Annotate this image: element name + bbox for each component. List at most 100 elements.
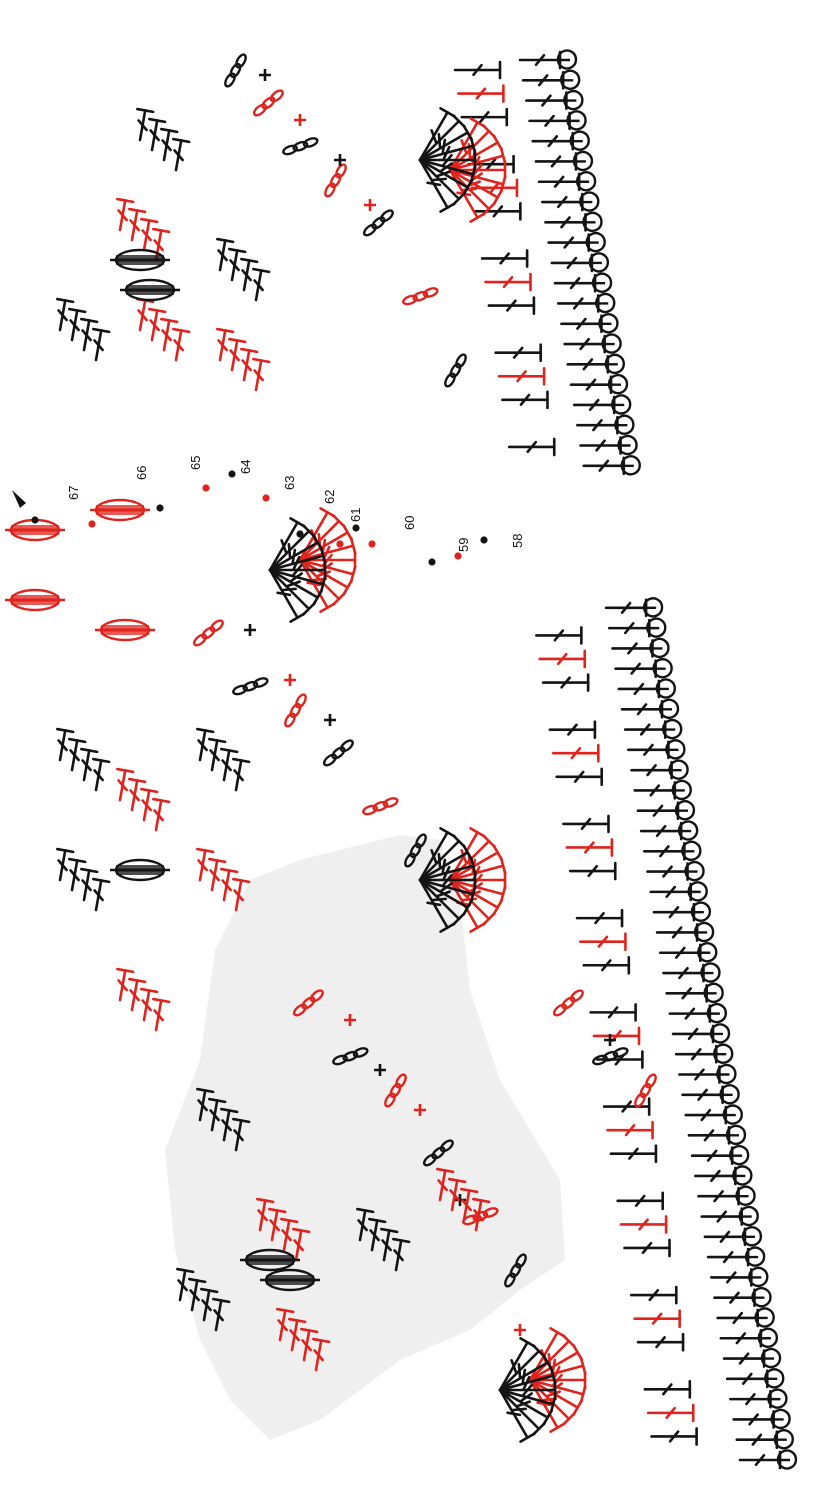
- stitch-top: [221, 749, 237, 752]
- chain-icon: [269, 89, 284, 104]
- turning-chain-icon: [676, 801, 694, 819]
- turning-chain-icon: [682, 842, 700, 860]
- turning-chain-icon: [689, 882, 707, 900]
- double-crochet-icon: [229, 339, 245, 370]
- stitch-top: [209, 859, 225, 862]
- turning-chain-icon: [606, 355, 624, 373]
- double-crochet-icon: [657, 924, 697, 940]
- double-crochet-icon: [612, 640, 652, 656]
- double-crochet-icon: [724, 1351, 764, 1367]
- stitch-top: [69, 309, 85, 312]
- double-crochet-icon: [217, 239, 233, 270]
- double-crochet-icon: [628, 742, 668, 758]
- double-crochet-icon: [129, 979, 145, 1010]
- chain-icon: [253, 677, 269, 689]
- double-crochet-icon: [705, 1229, 745, 1245]
- double-crochet-icon: [563, 816, 608, 832]
- turning-chain-icon: [593, 274, 611, 292]
- double-crochet-icon: [197, 849, 213, 880]
- turning-chain-icon: [717, 1065, 735, 1083]
- chain-icon: [331, 746, 346, 761]
- double-crochet-icon: [141, 219, 157, 250]
- stitch-top: [57, 849, 73, 852]
- double-crochet-icon: [570, 863, 615, 879]
- row-number-67: 67: [66, 486, 81, 500]
- stitch-top: [153, 799, 169, 802]
- turning-chain-icon: [663, 720, 681, 738]
- slip-stitch-icon: [368, 540, 375, 547]
- turning-chain-icon: [584, 213, 602, 231]
- stitch-slash: [283, 589, 295, 590]
- stitch-top: [57, 299, 73, 302]
- chain-icon: [294, 693, 307, 709]
- chain-icon: [201, 626, 216, 641]
- stitch-top: [129, 979, 145, 982]
- stitch-layer: [5, 51, 796, 1469]
- chain-icon: [379, 209, 394, 224]
- turning-chain-icon: [673, 781, 691, 799]
- turning-chain-icon: [577, 172, 595, 190]
- stitch-top: [471, 214, 485, 222]
- turning-chain-icon: [561, 71, 579, 89]
- double-crochet-icon: [539, 174, 579, 190]
- double-crochet-icon: [608, 1122, 653, 1138]
- row-number-59: 59: [456, 538, 471, 552]
- double-crochet-icon: [533, 133, 573, 149]
- double-crochet-icon: [711, 1269, 751, 1285]
- stitch-top: [161, 129, 177, 132]
- double-crochet-icon: [584, 458, 624, 474]
- double-crochet-icon: [546, 214, 586, 230]
- stitch-slash: [433, 899, 445, 900]
- stitch-top: [241, 259, 257, 262]
- double-crochet-icon: [69, 739, 85, 770]
- chain-icon: [613, 1047, 629, 1059]
- row-numbers: 58 59 60 61 62 63 64 65 66 67: [66, 456, 525, 552]
- turning-chain-icon: [574, 152, 592, 170]
- stitch-slash: [293, 550, 295, 562]
- stitch-top: [441, 204, 455, 212]
- stitch-top: [161, 319, 177, 322]
- start-marker-icon: [12, 490, 26, 508]
- chain-icon: [303, 137, 319, 149]
- slip-stitch-icon: [202, 484, 209, 491]
- double-crochet-icon: [577, 910, 622, 926]
- double-crochet-icon: [81, 869, 97, 900]
- turning-chain-icon: [711, 1024, 729, 1042]
- turning-chain-icon: [708, 1004, 726, 1022]
- double-crochet-icon: [737, 1432, 777, 1448]
- double-crochet-icon: [606, 600, 646, 616]
- row-number-65: 65: [188, 456, 203, 470]
- double-crochet-icon: [69, 859, 85, 890]
- stitch-top: [521, 1434, 535, 1442]
- double-crochet-icon: [57, 849, 73, 880]
- slip-stitch-icon: [480, 536, 487, 543]
- slip-stitch-icon: [156, 504, 163, 511]
- double-crochet-icon: [93, 759, 109, 790]
- stitch-top: [197, 729, 213, 732]
- double-crochet-icon: [93, 329, 109, 360]
- row-number-58: 58: [510, 534, 525, 548]
- row-number-63: 63: [282, 476, 297, 490]
- double-crochet-icon: [654, 904, 694, 920]
- double-crochet-icon: [229, 249, 245, 280]
- double-crochet-icon: [622, 701, 662, 717]
- stitch-top: [117, 969, 133, 972]
- turning-chain-icon: [650, 639, 668, 657]
- stitch-top: [551, 1424, 565, 1432]
- slip-stitch-icon: [228, 470, 235, 477]
- row-number-60: 60: [402, 516, 417, 530]
- chain-icon: [383, 797, 399, 809]
- double-crochet-icon: [81, 749, 97, 780]
- double-crochet-icon: [137, 109, 153, 140]
- double-crochet-icon: [540, 651, 585, 667]
- stitch-top: [229, 249, 245, 252]
- double-crochet-icon: [462, 109, 507, 125]
- stitch-top: [471, 924, 485, 932]
- double-crochet-icon: [475, 203, 520, 219]
- turning-chain-icon: [765, 1369, 783, 1387]
- slip-stitch-icon: [352, 524, 359, 531]
- double-crochet-icon: [161, 129, 177, 160]
- chain-icon: [423, 287, 439, 299]
- double-crochet-icon: [727, 1371, 767, 1387]
- double-crochet-icon: [129, 209, 145, 240]
